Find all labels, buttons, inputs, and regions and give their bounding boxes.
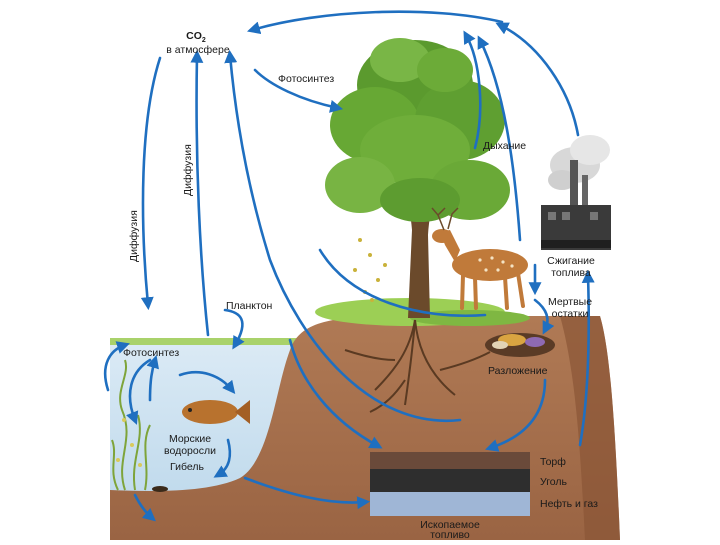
arrow-burning-to-atm [500, 25, 578, 135]
arrow-diffusion-up [197, 55, 208, 335]
photosynthesis-top-label: Фотосинтез [278, 73, 334, 85]
tree-foliage [325, 38, 510, 222]
seaweed-label-1: Морские [160, 433, 220, 445]
oil-gas-layer [370, 492, 530, 516]
seaweed-label-2: водоросли [160, 445, 220, 457]
burning-label-1: Сжигание [538, 255, 604, 267]
coal-label: Уголь [540, 476, 567, 488]
photosynthesis-water-label: Фотосинтез [123, 347, 179, 359]
arrow-diffusion-down [143, 58, 160, 305]
burning-label-2: топлива [538, 267, 604, 279]
plankton-label: Планктон [226, 300, 272, 312]
deer-illustration [432, 208, 528, 308]
decomposition-label: Разложение [488, 365, 547, 377]
peat-layer [370, 452, 530, 469]
factory-illustration [541, 135, 611, 250]
atmosphere-label: в атмосфере [158, 44, 238, 56]
peat-label: Торф [540, 456, 566, 468]
dead-remains-illustration [485, 333, 555, 357]
oil-gas-label: Нефть и газ [540, 498, 598, 510]
water-grass-edge [110, 338, 300, 345]
falling-leaves [353, 238, 387, 302]
dead-remains-label-2: остатки [540, 308, 600, 320]
diffusion-left-label: Диффузия [128, 210, 140, 262]
dead-remains-label-1: Мертвые [540, 296, 600, 308]
death-label: Гибель [170, 461, 204, 473]
respiration-label: Дыхание [483, 140, 526, 152]
arrow-top-return [252, 12, 502, 30]
diffusion-mid-label: Диффузия [182, 144, 194, 196]
coal-layer [370, 469, 530, 492]
fossil-label-2: топливо [410, 529, 490, 541]
